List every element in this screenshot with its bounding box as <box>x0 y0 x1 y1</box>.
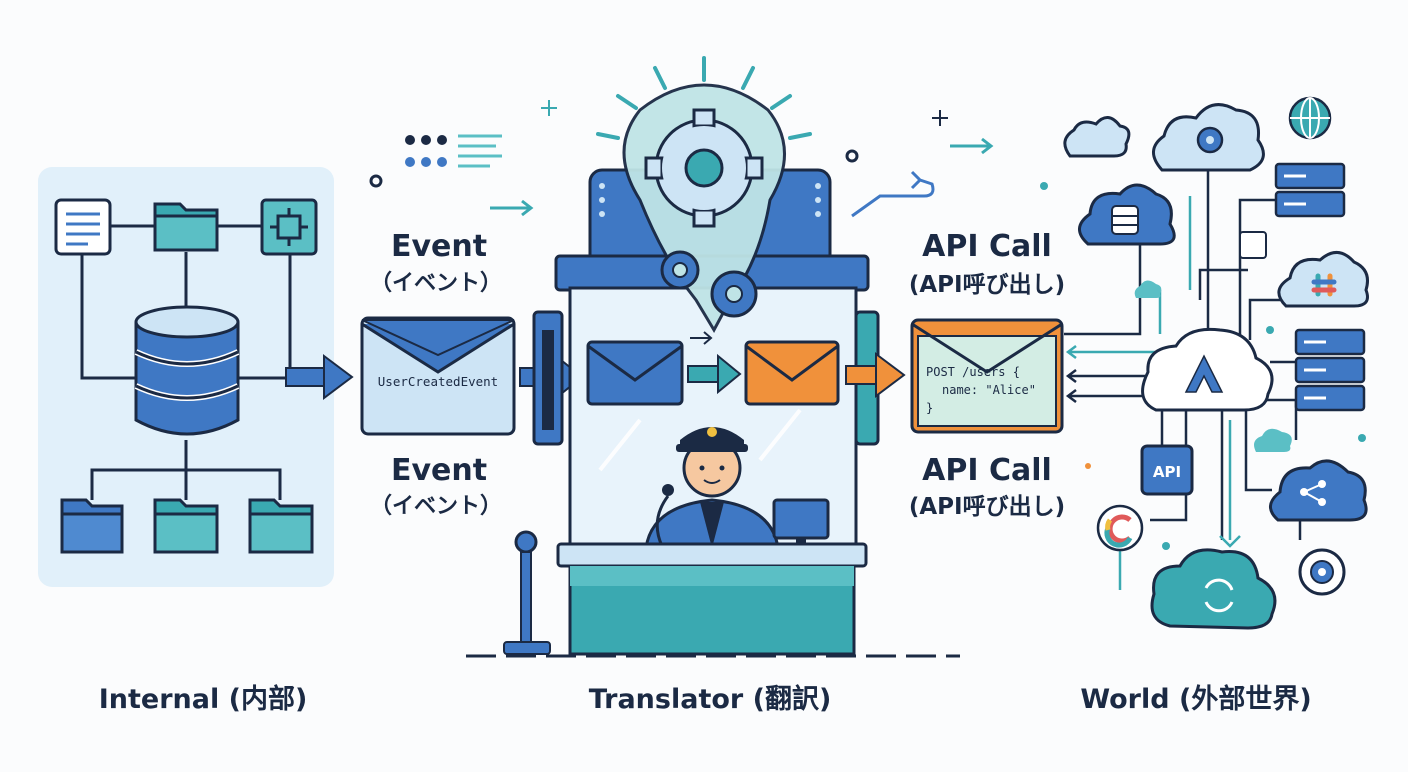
decorative-arrows-icon <box>845 110 994 218</box>
api-envelope-line2: name: "Alice" <box>942 383 1036 397</box>
api-envelope-line3: } <box>926 401 933 415</box>
event-envelope-text: UserCreatedEvent <box>378 374 498 389</box>
arrow-right-icon <box>687 353 742 395</box>
globe-icon <box>1288 96 1332 140</box>
api-call-top-label: API Call <box>922 229 1052 264</box>
internal-panel <box>38 167 334 587</box>
cloud-icon <box>1254 428 1292 452</box>
folder-icon <box>153 202 219 252</box>
microphone-icon <box>655 484 674 547</box>
folder-icon <box>60 498 124 554</box>
api-call-bottom-label: API Call <box>922 453 1052 488</box>
chip-icon <box>260 198 318 256</box>
translator-officer-avatar <box>644 427 780 550</box>
event-envelope: UserCreatedEvent <box>360 316 516 436</box>
gear-cloud-icon <box>1152 103 1265 172</box>
api-envelope: POST /users { name: "Alice" } <box>910 318 1064 434</box>
api-call-bottom-sublabel: (API呼び出し) <box>909 494 1065 520</box>
server-icon <box>1274 162 1346 218</box>
gear-icon <box>710 270 758 318</box>
api-badge: API <box>1140 444 1194 496</box>
gear-icon <box>644 108 764 228</box>
gear-icon <box>1298 548 1346 596</box>
world-network: API <box>1040 96 1369 630</box>
event-top-label: Event <box>391 229 487 264</box>
sync-cloud-icon <box>1150 548 1277 630</box>
share-cloud-icon <box>1269 459 1368 522</box>
world-caption: World (外部世界) <box>1080 683 1311 715</box>
internal-caption: Internal (内部) <box>99 683 308 715</box>
document-icon <box>54 198 112 256</box>
glow-rays-icon <box>596 56 812 140</box>
server-icon <box>1294 328 1366 412</box>
event-bottom-sublabel: （イベント） <box>370 494 502 519</box>
arrow-right-icon <box>845 352 906 398</box>
outgoing-envelope-icon <box>744 340 840 406</box>
folder-icon <box>248 498 314 554</box>
translator-booth <box>466 56 960 658</box>
upload-icon <box>1239 231 1267 259</box>
database-icon <box>134 305 240 436</box>
api-badge-text: API <box>1153 463 1181 481</box>
hub-cloud-icon <box>1141 327 1274 412</box>
google-logo-icon <box>1096 504 1144 552</box>
arrow-right-icon <box>285 354 354 400</box>
translator-caption: Translator (翻訳) <box>589 683 832 715</box>
incoming-envelope-icon <box>586 340 684 406</box>
decorative-dots-icon <box>369 100 557 217</box>
folder-icon <box>153 498 219 554</box>
api-call-top-sublabel: (API呼び出し) <box>909 272 1065 298</box>
cloud-icon <box>1063 116 1131 158</box>
database-cloud-icon <box>1078 183 1176 246</box>
event-bottom-label: Event <box>391 453 487 488</box>
api-envelope-line1: POST /users { <box>926 365 1020 379</box>
slack-cloud-icon <box>1277 251 1369 308</box>
stanchion-post <box>503 530 551 655</box>
event-top-sublabel: （イベント） <box>370 271 502 296</box>
cloud-icon <box>1134 280 1162 298</box>
gear-icon <box>660 250 700 290</box>
